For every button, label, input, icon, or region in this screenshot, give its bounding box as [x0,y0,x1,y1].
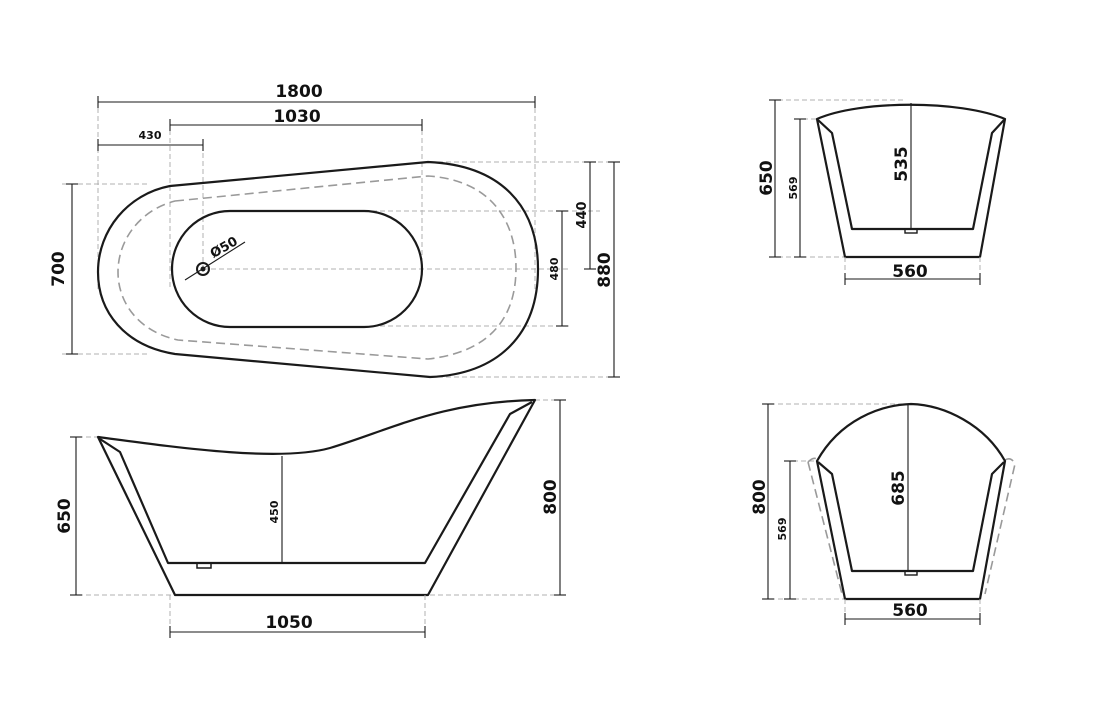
dim-top-width-left: 700 [49,251,69,287]
dim-end-high-rim-height: 569 [776,518,789,541]
end-view-high: 685 800 569 560 [750,402,1016,625]
dim-side-height-right: 800 [541,479,561,515]
tub-outline-end-high [815,402,1007,601]
inner-basin-end-high [817,461,1005,573]
dim-end-low-inner-depth: 535 [892,146,912,182]
tub-outline-top [96,160,540,379]
dim-top-width-total: 880 [595,252,615,288]
dim-top-inner-length: 1030 [273,107,320,127]
dim-end-low-rim-height: 569 [787,177,800,200]
top-view: 1800 1030 430 Ø50 700 440 480 880 [49,82,620,379]
dim-end-high-inner-depth: 685 [889,470,909,506]
side-view: 450 650 800 1050 [55,398,566,638]
hidden-low-end-profile [807,457,1016,595]
dim-end-high-height: 800 [750,479,770,515]
hidden-rim-line [117,175,517,360]
dim-top-half-width: 440 [575,201,590,228]
dim-side-inner-depth: 450 [268,500,281,523]
inner-basin-side [99,401,533,565]
dim-side-base-length: 1050 [265,613,312,633]
dim-side-height-left: 650 [55,498,75,534]
dim-top-length: 1800 [275,82,322,102]
tub-outline-side [96,398,537,597]
end-view-low: 535 650 569 560 [757,99,1007,285]
drain-icon [196,262,210,276]
dim-end-low-height: 650 [757,160,777,196]
tub-outline-end-low [815,103,1007,259]
dim-drain-diameter: Ø50 [208,234,241,262]
dim-drain-offset: 430 [139,129,162,142]
dim-end-high-base-width: 560 [892,601,928,621]
inner-basin-top [170,209,424,329]
dim-inner-basin-width: 480 [548,257,561,280]
dim-end-low-base-width: 560 [892,262,928,282]
